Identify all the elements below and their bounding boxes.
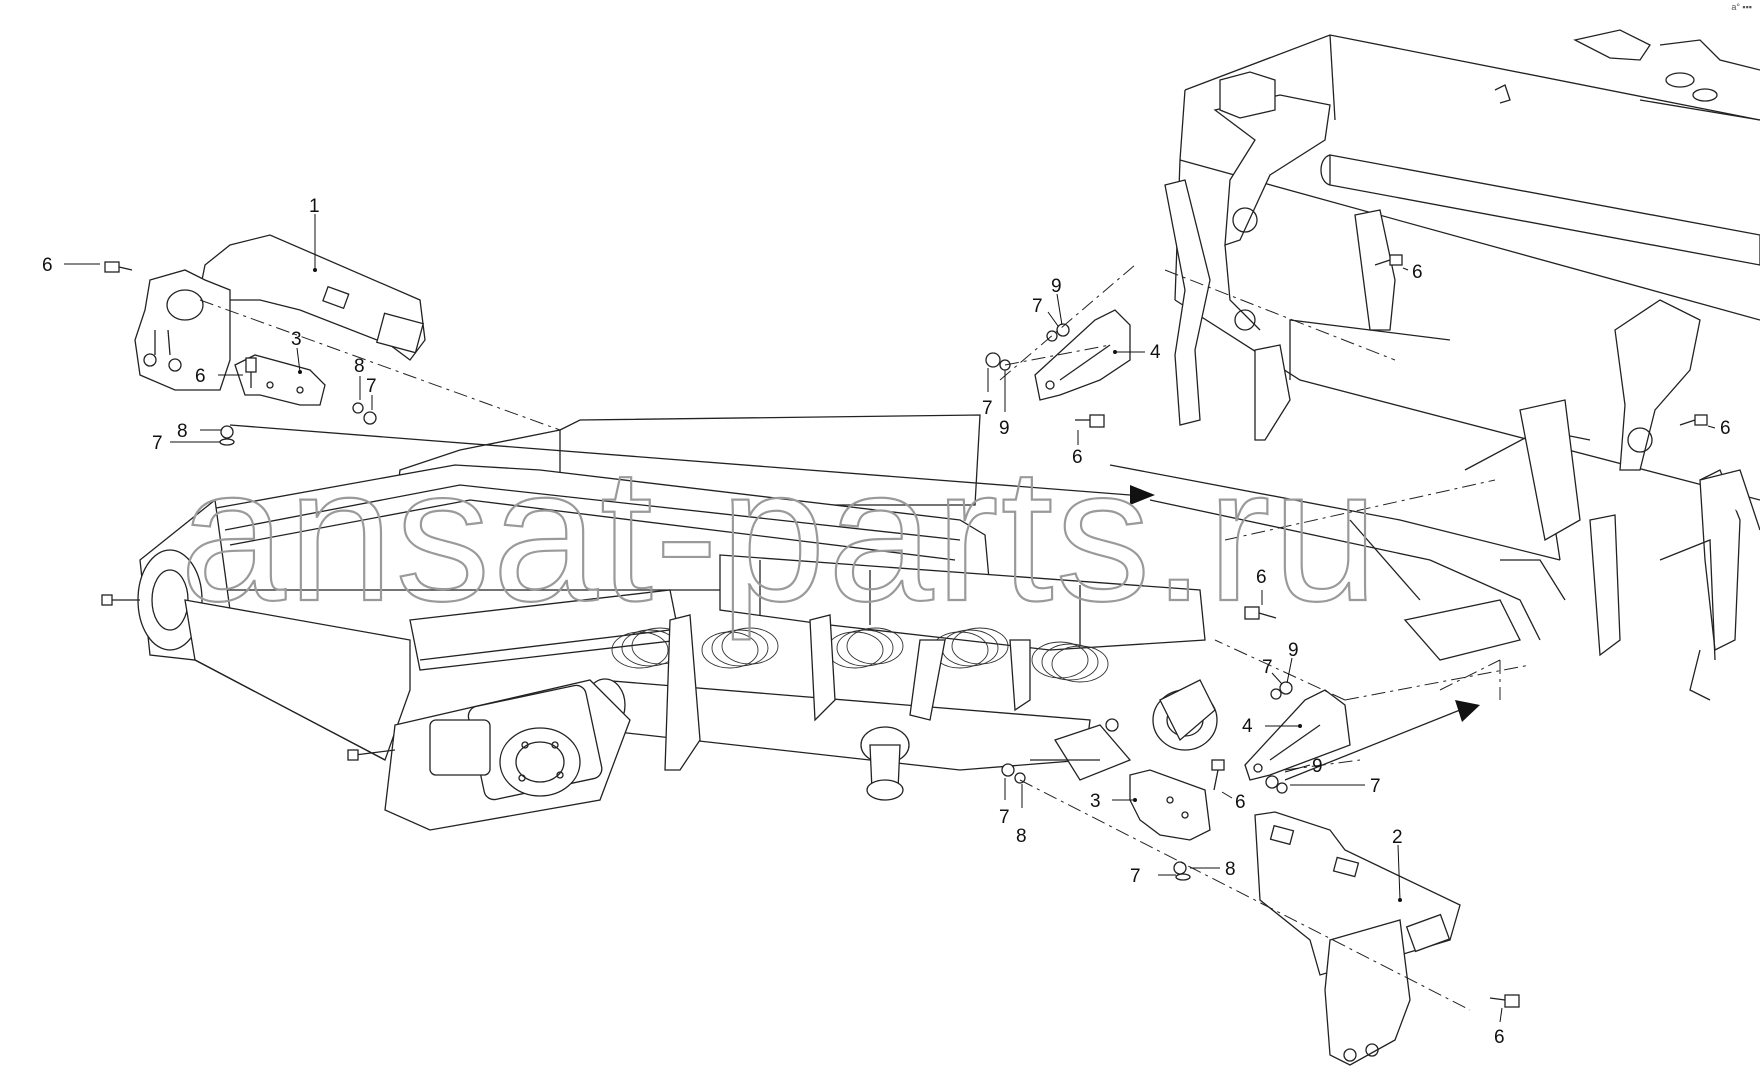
- callout-7h: 7: [1130, 866, 1141, 887]
- callout-7e: 7: [1262, 657, 1273, 678]
- callout-1: 1: [309, 196, 320, 217]
- callout-6g: 6: [1235, 792, 1246, 813]
- assembly-lines: [199, 264, 1531, 1011]
- callout-7b: 7: [366, 376, 377, 397]
- part-2-arm-right: [1254, 811, 1461, 1066]
- callout-9c: 9: [1288, 640, 1299, 661]
- bolt-6b: [245, 357, 257, 388]
- callout-4b: 4: [1242, 716, 1253, 737]
- bolt-6f: [1244, 606, 1277, 620]
- bolt-6h: [1489, 994, 1520, 1008]
- callout-9a: 9: [1051, 276, 1062, 297]
- bolt-6g: [1211, 759, 1225, 791]
- bolt-6d: [1374, 254, 1403, 266]
- bolt-6a: [104, 261, 133, 273]
- part-4-plate-upper: [1034, 309, 1131, 401]
- corner-mark: a° ▪▪▪: [1731, 2, 1752, 12]
- part-4-plate-lower: [1244, 689, 1351, 781]
- callout-7f: 7: [1370, 776, 1381, 797]
- header-frame: [1109, 29, 1760, 701]
- callout-7g: 7: [999, 807, 1010, 828]
- callout-6b: 6: [195, 366, 206, 387]
- callout-3a: 3: [291, 329, 302, 350]
- feeder-assembly: [101, 414, 1218, 831]
- part-1-arm-left: [134, 234, 426, 391]
- callout-6h: 6: [1494, 1027, 1505, 1048]
- callout-3b: 3: [1090, 791, 1101, 812]
- callout-2: 2: [1392, 827, 1403, 848]
- callout-6e: 6: [1720, 418, 1731, 439]
- callout-8a: 8: [177, 421, 188, 442]
- callout-9d: 9: [1312, 756, 1323, 777]
- callout-9b: 9: [999, 418, 1010, 439]
- callout-6a: 6: [42, 255, 53, 276]
- callout-6f: 6: [1256, 567, 1267, 588]
- fasteners: [104, 254, 1708, 1008]
- bolt-6c: [1075, 414, 1105, 428]
- bolt-6e: [1679, 414, 1708, 426]
- callout-7d: 7: [982, 398, 993, 419]
- callout-6c: 6: [1072, 447, 1083, 468]
- callout-4a: 4: [1150, 342, 1161, 363]
- callout-7c: 7: [1032, 296, 1043, 317]
- callout-8c: 8: [1016, 826, 1027, 847]
- callouts: 1 2 3 3 4 4 6 6 6 6 6 6 6 6 7: [42, 196, 1731, 1048]
- watermark: ansat-parts.ru: [180, 429, 1380, 641]
- callout-6d: 6: [1412, 262, 1423, 283]
- part-3-bracket-left: [234, 354, 326, 406]
- callout-8b: 8: [354, 356, 365, 377]
- callout-7a: 7: [152, 433, 163, 454]
- part-3-bracket-right: [1129, 769, 1211, 841]
- callout-8d: 8: [1225, 859, 1236, 880]
